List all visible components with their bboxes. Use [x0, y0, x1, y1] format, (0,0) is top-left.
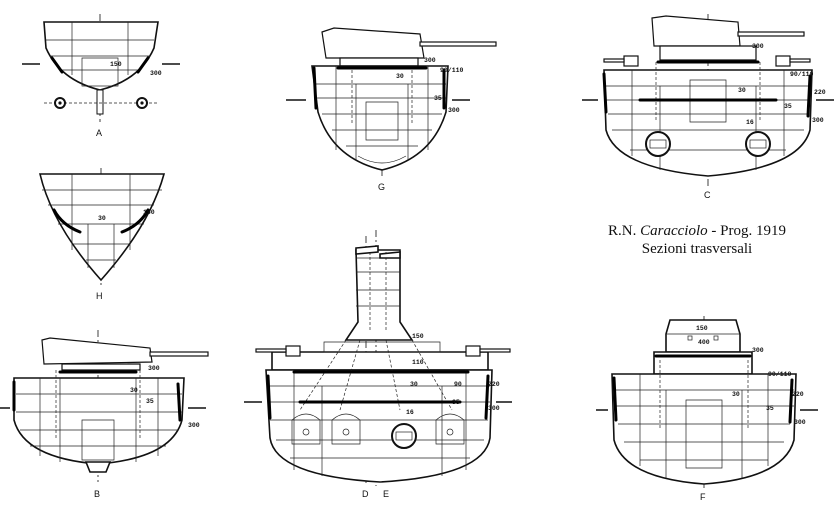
label-g-90-110: 90/110 [440, 67, 464, 74]
section-letter-d: D [362, 489, 369, 499]
label-e-90: 90 [454, 381, 462, 388]
label-f-150: 150 [696, 325, 708, 332]
project-label: - Prog. 1919 [711, 223, 786, 239]
label-a-150: 150 [110, 61, 122, 68]
label-c-220: 220 [814, 89, 826, 96]
label-c-16: 16 [746, 119, 754, 126]
label-f-30: 30 [732, 391, 740, 398]
label-f-220: 220 [792, 391, 804, 398]
label-f-35: 35 [766, 405, 774, 412]
label-a-300: 300 [150, 70, 162, 77]
drawing-title: R.N. Caracciolo - Prog. 1919 Sezioni tra… [592, 222, 802, 258]
title-subtitle: Sezioni trasversali [641, 241, 753, 257]
label-c-30: 30 [738, 87, 746, 94]
label-e-150: 150 [412, 333, 424, 340]
label-f-300-side: 300 [794, 419, 806, 426]
label-h-30: 30 [98, 215, 106, 222]
label-e-300: 300 [488, 405, 500, 412]
label-b-300-side: 300 [188, 422, 200, 429]
label-h-150: 150 [143, 209, 155, 216]
label-e-16: 16 [406, 409, 414, 416]
label-g-35: 35 [434, 95, 442, 102]
label-g-300-side: 300 [448, 107, 460, 114]
label-b-35: 35 [146, 398, 154, 405]
section-letter-e: E [383, 489, 389, 499]
title-line-1: R.N. Caracciolo - Prog. 1919 [592, 222, 802, 240]
section-c: 300 90/110 30 220 35 300 16 C [582, 14, 834, 200]
boiler-group [291, 413, 465, 445]
label-c-35: 35 [784, 103, 792, 110]
section-b: 300 30 35 300 B [0, 330, 209, 499]
label-e-220: 220 [488, 381, 500, 388]
label-f-300-top: 300 [752, 347, 764, 354]
ship-prefix: R.N. [608, 223, 637, 239]
label-c-90-110: 90/110 [790, 71, 814, 78]
section-f: 150 400 300 90/110 30 220 35 300 F [596, 316, 818, 502]
label-e-110: 110 [412, 359, 424, 366]
label-c-300-side: 300 [812, 117, 824, 124]
section-h: 150 30 H [38, 168, 166, 301]
label-b-30: 30 [130, 387, 138, 394]
ship-name: Caracciolo [640, 223, 708, 239]
label-e-35: 35 [452, 399, 460, 406]
section-letter-f: F [700, 492, 706, 502]
label-g-300-top: 300 [424, 57, 436, 64]
label-c-300-top: 300 [752, 43, 764, 50]
section-letter-c: C [704, 190, 711, 200]
section-d-e: 150 110 30 90 220 35 300 16 D E [244, 230, 512, 499]
label-e-30: 30 [410, 381, 418, 388]
label-f-90-110: 90/110 [768, 371, 792, 378]
section-letter-a: A [96, 128, 102, 138]
label-f-400: 400 [698, 339, 710, 346]
section-g: 300 90/110 30 35 300 G [286, 27, 497, 192]
section-letter-h: H [96, 291, 103, 301]
section-letter-g: G [378, 182, 385, 192]
label-g-30: 30 [396, 73, 404, 80]
section-letter-b: B [94, 489, 100, 499]
label-b-300-top: 300 [148, 365, 160, 372]
section-a: 150 300 A [22, 14, 180, 138]
